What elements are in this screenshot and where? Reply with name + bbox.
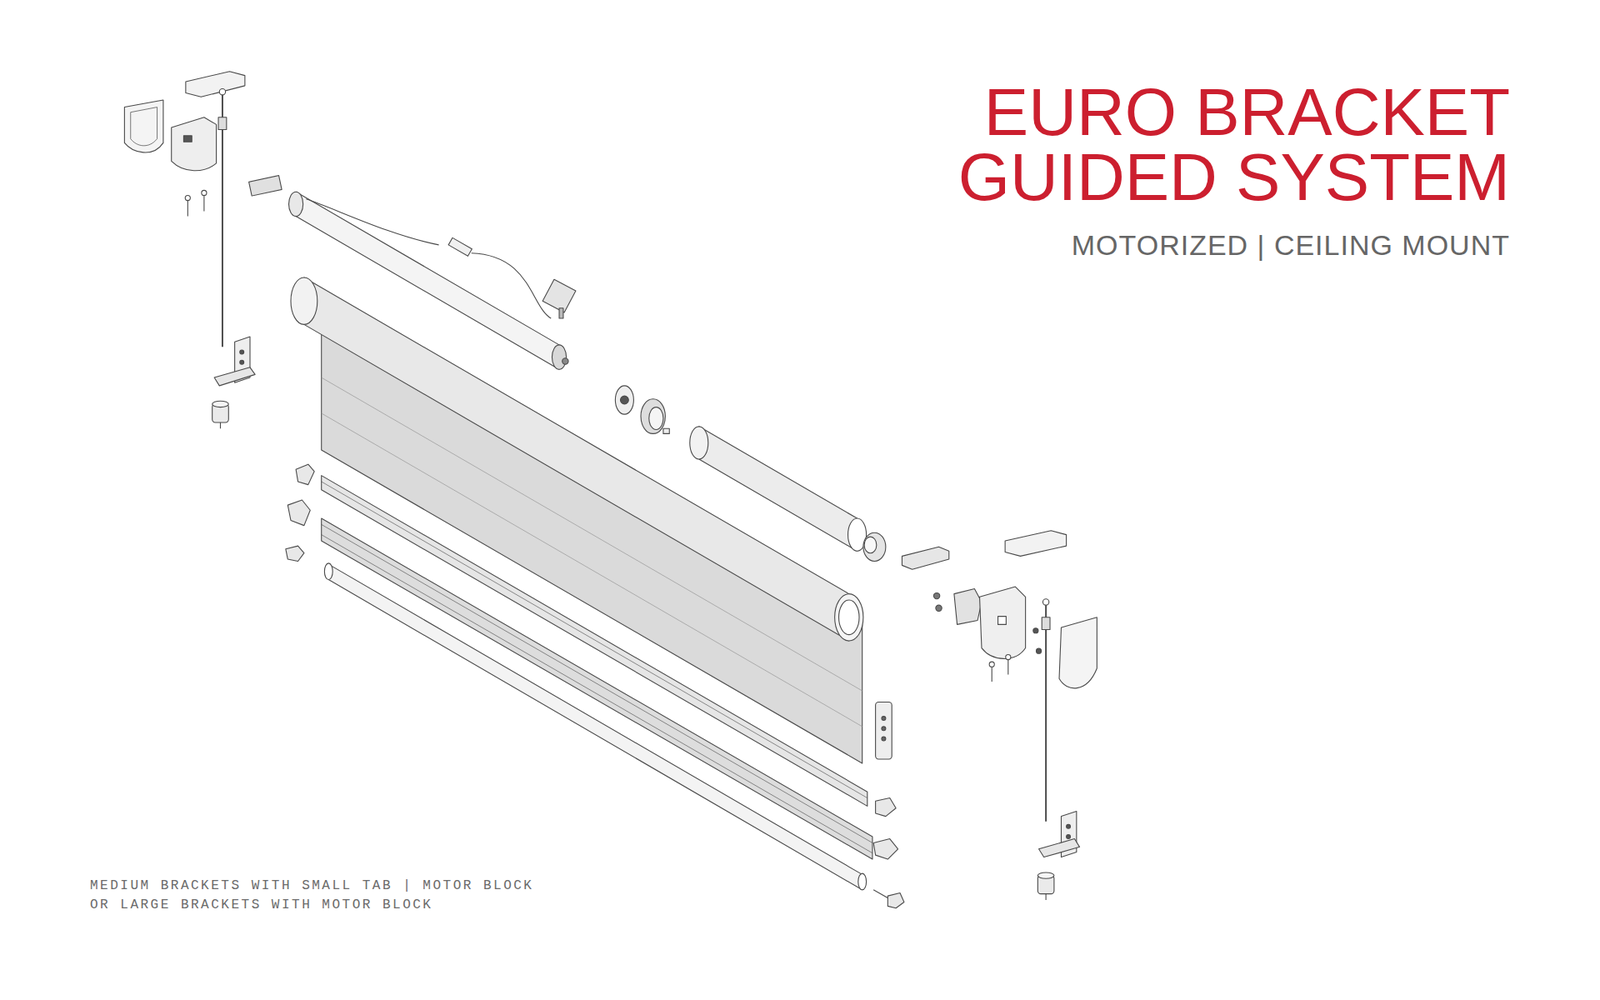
title: EURO BRACKET GUIDED SYSTEM bbox=[860, 80, 1510, 210]
subtitle: MOTORIZED | CEILING MOUNT bbox=[1071, 228, 1510, 262]
caption: MEDIUM BRACKETS WITH SMALL TAB | MOTOR B… bbox=[90, 876, 557, 915]
